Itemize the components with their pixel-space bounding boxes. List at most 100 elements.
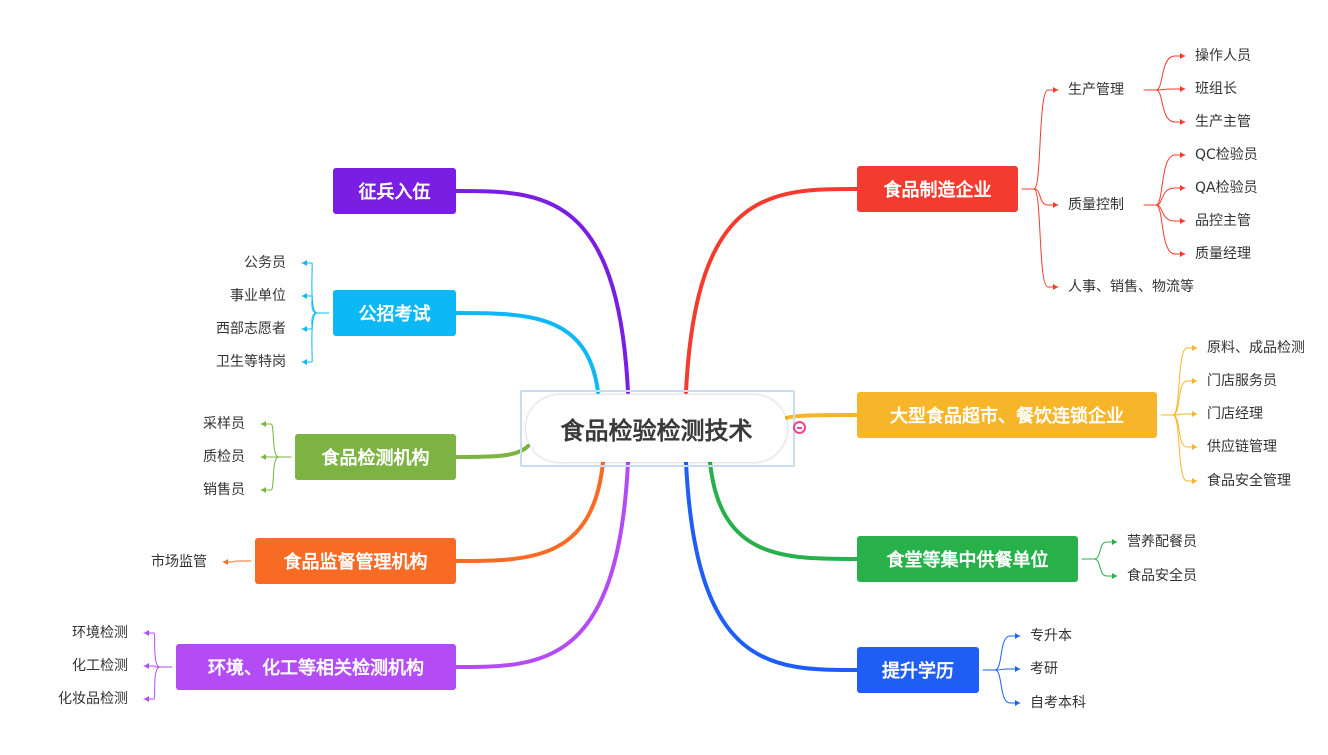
subtopic-leaf[interactable]: 班组长 <box>1195 81 1237 97</box>
subtopic[interactable]: 食品安全员 <box>1127 568 1197 584</box>
branch-topic[interactable]: 环境、化工等相关检测机构 <box>176 644 456 690</box>
branch-connector <box>708 460 859 561</box>
subtopic-leaf[interactable]: QC检验员 <box>1195 147 1258 163</box>
connector <box>143 666 161 700</box>
connector <box>222 560 240 563</box>
branch-topic[interactable]: 食品监督管理机构 <box>255 538 456 584</box>
subtopic[interactable]: 质量控制 <box>1068 197 1124 213</box>
arrow-head-icon <box>1180 251 1185 257</box>
subtopic-leaf[interactable]: 操作人员 <box>1195 48 1251 64</box>
arrow-head-icon <box>144 630 149 636</box>
subtopic[interactable]: 专升本 <box>1030 628 1072 644</box>
branch-connector <box>684 460 859 672</box>
central-topic[interactable]: 食品检验检测技术 <box>526 395 787 462</box>
subtopic[interactable]: 化妆品检测 <box>58 691 128 707</box>
connector <box>1033 188 1059 288</box>
connector <box>1093 541 1118 560</box>
arrow-head-icon <box>1192 345 1197 351</box>
subtopic[interactable]: 公务员 <box>244 255 286 271</box>
subtopic[interactable]: 质检员 <box>203 449 245 465</box>
connector <box>1155 187 1186 206</box>
connector <box>1172 414 1198 482</box>
branch-connector <box>454 460 630 669</box>
subtopic-leaf[interactable]: QA检验员 <box>1195 180 1258 196</box>
connector <box>1155 154 1186 206</box>
arrow-head-icon <box>1015 633 1020 639</box>
subtopic[interactable]: 生产管理 <box>1068 82 1124 98</box>
arrow-head-icon <box>261 421 266 427</box>
branch-topic[interactable]: 食堂等集中供餐单位 <box>857 536 1078 582</box>
subtopic-leaf[interactable]: 生产主管 <box>1195 114 1251 130</box>
connector <box>1155 88 1186 91</box>
arrow-head-icon <box>1180 86 1185 92</box>
arrow-head-icon <box>302 260 307 266</box>
connector <box>143 632 161 668</box>
subtopic[interactable]: 市场监管 <box>151 554 207 570</box>
branch-topic[interactable]: 食品检测机构 <box>295 434 456 480</box>
minus-circle-icon[interactable] <box>793 421 806 434</box>
arrow-head-icon <box>302 293 307 299</box>
arrow-head-icon <box>1180 119 1185 125</box>
arrow-head-icon <box>223 559 228 565</box>
subtopic[interactable]: 门店服务员 <box>1207 373 1277 389</box>
arrow-head-icon <box>1192 478 1197 484</box>
arrow-head-icon <box>261 454 266 460</box>
connector <box>1172 347 1198 416</box>
subtopic[interactable]: 供应链管理 <box>1207 439 1277 455</box>
subtopic-leaf[interactable]: 质量经理 <box>1195 246 1251 262</box>
arrow-head-icon <box>1053 202 1058 208</box>
subtopic[interactable]: 人事、销售、物流等 <box>1068 279 1194 295</box>
connector <box>301 312 318 363</box>
arrow-head-icon <box>302 359 307 365</box>
arrow-head-icon <box>1180 218 1185 224</box>
branch-topic[interactable]: 公招考试 <box>333 290 456 336</box>
arrow-head-icon <box>1192 444 1197 450</box>
connector <box>994 635 1021 671</box>
arrow-head-icon <box>1180 152 1185 158</box>
connector <box>994 669 1021 704</box>
subtopic[interactable]: 考研 <box>1030 661 1058 677</box>
arrow-head-icon <box>1015 666 1020 672</box>
connector <box>260 456 280 491</box>
arrow-head-icon <box>1180 53 1185 59</box>
subtopic[interactable]: 自考本科 <box>1030 695 1086 711</box>
connector <box>1093 558 1118 577</box>
connector <box>1033 188 1059 206</box>
branch-topic[interactable]: 提升学历 <box>857 647 979 693</box>
branch-topic[interactable]: 食品制造企业 <box>857 166 1018 212</box>
branch-connector <box>454 311 600 394</box>
subtopic[interactable]: 食品安全管理 <box>1207 473 1291 489</box>
subtopic[interactable]: 营养配餐员 <box>1127 534 1197 550</box>
subtopic[interactable]: 事业单位 <box>230 288 286 304</box>
arrow-head-icon <box>1053 87 1058 93</box>
connector <box>1172 413 1198 416</box>
branch-connector <box>454 460 605 563</box>
connector <box>1155 89 1186 123</box>
subtopic[interactable]: 化工检测 <box>72 658 128 674</box>
subtopic-leaf[interactable]: 品控主管 <box>1195 213 1251 229</box>
branch-topic[interactable]: 大型食品超市、餐饮连锁企业 <box>857 392 1157 438</box>
branch-topic[interactable]: 征兵入伍 <box>333 168 456 214</box>
connector <box>260 423 280 458</box>
arrow-head-icon <box>1180 185 1185 191</box>
arrow-head-icon <box>1053 284 1058 290</box>
arrow-head-icon <box>302 326 307 332</box>
connector <box>143 665 161 668</box>
arrow-head-icon <box>1192 378 1197 384</box>
connector <box>1155 204 1186 222</box>
subtopic[interactable]: 采样员 <box>203 416 245 432</box>
subtopic[interactable]: 门店经理 <box>1207 406 1263 422</box>
connector <box>301 295 318 314</box>
arrow-head-icon <box>1015 700 1020 706</box>
subtopic[interactable]: 原料、成品检测 <box>1207 340 1305 356</box>
branch-connector <box>784 413 859 420</box>
connector <box>301 262 318 314</box>
subtopic[interactable]: 销售员 <box>203 482 245 498</box>
subtopic[interactable]: 环境检测 <box>72 625 128 641</box>
connector <box>1033 89 1059 190</box>
arrow-head-icon <box>144 696 149 702</box>
subtopic[interactable]: 卫生等特岗 <box>216 354 286 370</box>
arrow-head-icon <box>261 487 266 493</box>
subtopic[interactable]: 西部志愿者 <box>216 321 286 337</box>
